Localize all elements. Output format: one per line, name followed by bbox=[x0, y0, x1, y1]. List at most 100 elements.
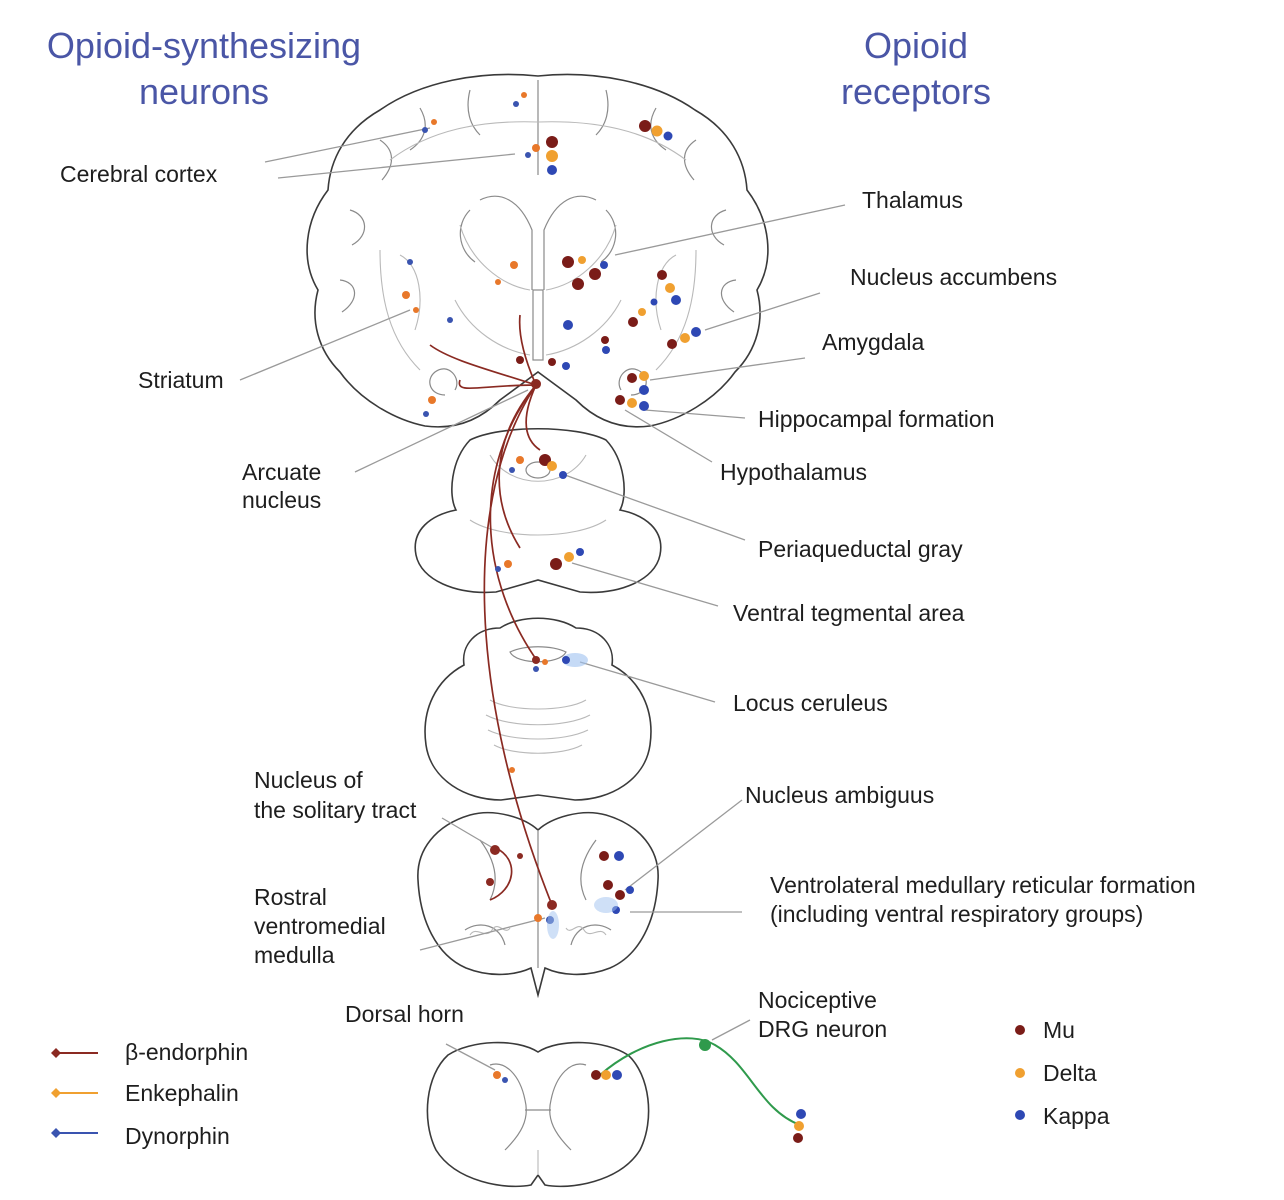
label-ventrolateral-line-1: Ventrolateral medullary reticular format… bbox=[770, 872, 1196, 898]
label-rvm-line-3: medulla bbox=[254, 942, 335, 968]
dot-kappa bbox=[663, 131, 673, 141]
medulla-section bbox=[417, 811, 659, 999]
legend-label-delta: Delta bbox=[1043, 1060, 1097, 1086]
leader-ambiguus bbox=[624, 799, 743, 891]
dot-mu bbox=[603, 880, 613, 890]
label-dorsal-horn: Dorsal horn bbox=[345, 1001, 464, 1027]
dot-enkephalin bbox=[431, 119, 437, 125]
beta-endorphin-projections bbox=[429, 314, 553, 906]
leader-amygdala bbox=[649, 357, 806, 381]
dot-enkephalin bbox=[532, 144, 540, 152]
label-thalamus: Thalamus bbox=[862, 187, 963, 213]
header-right-line-2: receptors bbox=[841, 71, 991, 112]
dot-kappa bbox=[796, 1109, 806, 1119]
dot-dynorphin bbox=[533, 666, 539, 672]
hippocampus-left bbox=[429, 368, 458, 396]
dot-mu bbox=[615, 395, 625, 405]
dot-kappa bbox=[576, 548, 584, 556]
dot-delta bbox=[547, 461, 557, 471]
leader-arcuate bbox=[354, 389, 529, 473]
legend-item-enkephalin: Enkephalin bbox=[51, 1080, 239, 1106]
label-nts-line-2: the solitary tract bbox=[254, 797, 417, 823]
dot-enkephalin bbox=[413, 307, 419, 313]
dot-dynorphin bbox=[513, 101, 519, 107]
legend-dot-mu bbox=[1015, 1025, 1025, 1035]
label-amygdala: Amygdala bbox=[822, 329, 924, 355]
legend-item-dynorphin: Dynorphin bbox=[51, 1123, 230, 1149]
dot-delta bbox=[627, 398, 637, 408]
label-ventral-tegmental-area: Ventral tegmental area bbox=[733, 600, 965, 626]
dot-delta bbox=[639, 371, 649, 381]
dot-kappa bbox=[691, 327, 701, 337]
pons-section bbox=[424, 617, 652, 801]
dot-delta bbox=[651, 125, 663, 137]
leader-lines bbox=[239, 127, 846, 1071]
legend-marker-beta-endorphin bbox=[51, 1048, 61, 1058]
leader-vta bbox=[571, 562, 719, 607]
header-left-line-2: neurons bbox=[139, 71, 269, 112]
dot-delta bbox=[638, 308, 646, 316]
brain-coronal-section bbox=[306, 73, 769, 428]
dot-kappa bbox=[563, 320, 573, 330]
dot-delta bbox=[794, 1121, 804, 1131]
dot-enkephalin bbox=[534, 914, 542, 922]
dot-kappa bbox=[602, 346, 610, 354]
drg-neuron bbox=[599, 1037, 801, 1126]
dot-kappa bbox=[562, 362, 570, 370]
leader-dorsal-horn bbox=[445, 1043, 496, 1071]
dot-beta-endorphin bbox=[490, 845, 500, 855]
leader-hippocampal bbox=[644, 409, 746, 419]
cortex-inner-boundary bbox=[379, 121, 697, 371]
dot-mu bbox=[628, 317, 638, 327]
legend-label-enkephalin: Enkephalin bbox=[125, 1080, 239, 1106]
lateral-ventricles bbox=[459, 195, 617, 290]
dot-mu bbox=[548, 358, 556, 366]
dot-kappa bbox=[639, 401, 649, 411]
dot-dynorphin bbox=[447, 317, 453, 323]
dot-mu bbox=[615, 890, 625, 900]
dot-mu bbox=[657, 270, 667, 280]
midbrain-section bbox=[414, 427, 662, 594]
dot-beta-endorphin bbox=[532, 656, 540, 664]
midbrain-outline bbox=[414, 427, 662, 594]
header-right: Opioid receptors bbox=[841, 25, 991, 112]
label-arcuate-line-1: Arcuate bbox=[242, 459, 321, 485]
tract-to-striatum bbox=[429, 344, 537, 386]
dot-dynorphin bbox=[495, 566, 501, 572]
dot-beta-endorphin bbox=[547, 900, 557, 910]
header-left-line-1: Opioid-synthesizing bbox=[47, 25, 361, 66]
legend-dot-kappa bbox=[1015, 1110, 1025, 1120]
locus-ceruleus-region bbox=[562, 653, 588, 667]
label-ventrolateral-line-2: (including ventral respiratory groups) bbox=[770, 901, 1143, 927]
dot-mu bbox=[589, 268, 601, 280]
dot-kappa bbox=[559, 471, 567, 479]
drg-axon bbox=[599, 1037, 801, 1126]
dot-delta bbox=[601, 1070, 611, 1080]
dot-mu bbox=[599, 851, 609, 861]
dot-beta-endorphin bbox=[517, 853, 523, 859]
dot-enkephalin bbox=[402, 291, 410, 299]
ventrolateral-region bbox=[594, 897, 618, 913]
dot-mu bbox=[793, 1133, 803, 1143]
spinal-gray-matter bbox=[489, 1063, 587, 1151]
leader-striatum bbox=[239, 309, 411, 381]
marker-dots bbox=[402, 92, 806, 1143]
dot-mu bbox=[562, 256, 574, 268]
pons-striations bbox=[485, 699, 591, 754]
dot-enkephalin bbox=[509, 767, 515, 773]
dot-mu bbox=[601, 336, 609, 344]
dot-mu bbox=[591, 1070, 601, 1080]
legend-dot-delta bbox=[1015, 1068, 1025, 1078]
dot-kappa bbox=[671, 295, 681, 305]
region-labels: Cerebral cortex Striatum Arcuate nucleus… bbox=[60, 161, 1196, 1042]
dot-kappa bbox=[614, 851, 624, 861]
dot-enkephalin bbox=[510, 261, 518, 269]
dot-kappa bbox=[639, 385, 649, 395]
thalamus-region bbox=[454, 224, 622, 356]
dot-delta bbox=[546, 150, 558, 162]
label-striatum: Striatum bbox=[138, 367, 224, 393]
dot-mu bbox=[550, 558, 562, 570]
dot-enkephalin bbox=[542, 659, 548, 665]
dot-enkephalin bbox=[493, 1071, 501, 1079]
